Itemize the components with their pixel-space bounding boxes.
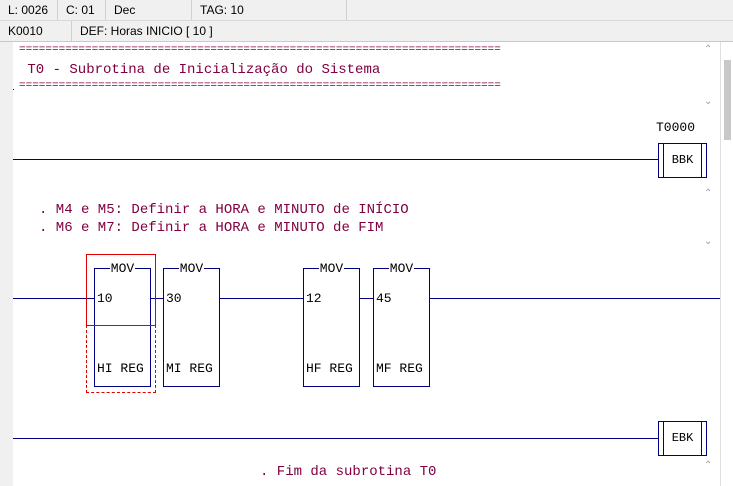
mov-block-1-value: 10 (97, 291, 113, 306)
rung-wire-mov (13, 298, 720, 299)
scrollbar-thumb[interactable] (724, 60, 731, 140)
comment-title: T0 - Subrotina de Inicialização do Siste… (19, 62, 381, 78)
line-indicator: L: 0026 (0, 0, 58, 20)
mov-block-3[interactable]: MOV 12 HF REG (303, 261, 360, 387)
rail-mark (13, 89, 14, 90)
ebk-block[interactable]: EBK (658, 421, 707, 456)
mov-block-3-title: MOV (318, 261, 345, 276)
status-bar-definition: K0010 DEF: Horas INICIO [ 10 ] (0, 21, 733, 42)
mov-block-2-title: MOV (178, 261, 205, 276)
mov-block-3-operand: HF REG (306, 361, 353, 376)
mov-block-4-title: MOV (388, 261, 415, 276)
mov-block-3-value: 12 (306, 291, 322, 306)
mov-block-4[interactable]: MOV 45 MF REG (373, 261, 430, 387)
selection-cursor-extent (86, 325, 156, 393)
comment-scroll-down-icon[interactable]: ⌄ (704, 96, 713, 107)
bbk-block[interactable]: BBK (658, 143, 707, 178)
comment-rule-bottom: ========================================… (19, 80, 501, 92)
bbk-block-label: BBK (663, 144, 702, 177)
comment2-scroll-down-icon[interactable]: ⌄ (704, 236, 713, 247)
bbk-label: T0000 (656, 120, 696, 135)
ebk-block-label: EBK (663, 422, 702, 455)
definition-indicator: DEF: Horas INICIO [ 10 ] (80, 24, 213, 38)
mov-block-4-value: 45 (376, 291, 392, 306)
ladder-editor[interactable]: ========================================… (0, 42, 733, 486)
mov-block-2[interactable]: MOV 30 MI REG (163, 261, 220, 387)
comment-rule-top: ========================================… (19, 44, 501, 56)
key-indicator: K0010 (0, 21, 72, 41)
format-indicator: Dec (106, 0, 192, 20)
rung-wire-ebk (13, 438, 658, 439)
rung-wire-bbk (13, 159, 658, 160)
mov-block-2-value: 30 (166, 291, 182, 306)
mov-block-1-title: MOV (109, 261, 136, 276)
vertical-scrollbar[interactable] (720, 42, 733, 486)
mov-block-4-operand: MF REG (376, 361, 423, 376)
comment-line-1: . M4 e M5: Definir a HORA e MINUTO de IN… (39, 202, 409, 218)
column-indicator: C: 01 (58, 0, 106, 20)
mov-block-2-operand: MI REG (166, 361, 213, 376)
tag-indicator: TAG: 10 (192, 0, 347, 20)
status-bar-top: L: 0026 C: 01 Dec TAG: 10 (0, 0, 733, 21)
comment3-scroll-up-icon[interactable]: ⌃ (704, 460, 713, 471)
comment-footer[interactable]: . Fim da subrotina T0 (260, 464, 437, 480)
selection-cursor (86, 254, 156, 326)
comment-line-2: . M6 e M7: Definir a HORA e MINUTO de FI… (39, 220, 384, 236)
comment-mov[interactable]: . M4 e M5: Definir a HORA e MINUTO de IN… (13, 190, 720, 250)
comment-scroll-up-icon[interactable]: ⌃ (704, 44, 713, 55)
comment2-scroll-up-icon[interactable]: ⌃ (704, 188, 713, 199)
comment-header[interactable]: ========================================… (13, 42, 720, 110)
mov-block-1-operand: HI REG (97, 361, 144, 376)
mov-block-1[interactable]: MOV 10 HI REG (94, 261, 151, 387)
